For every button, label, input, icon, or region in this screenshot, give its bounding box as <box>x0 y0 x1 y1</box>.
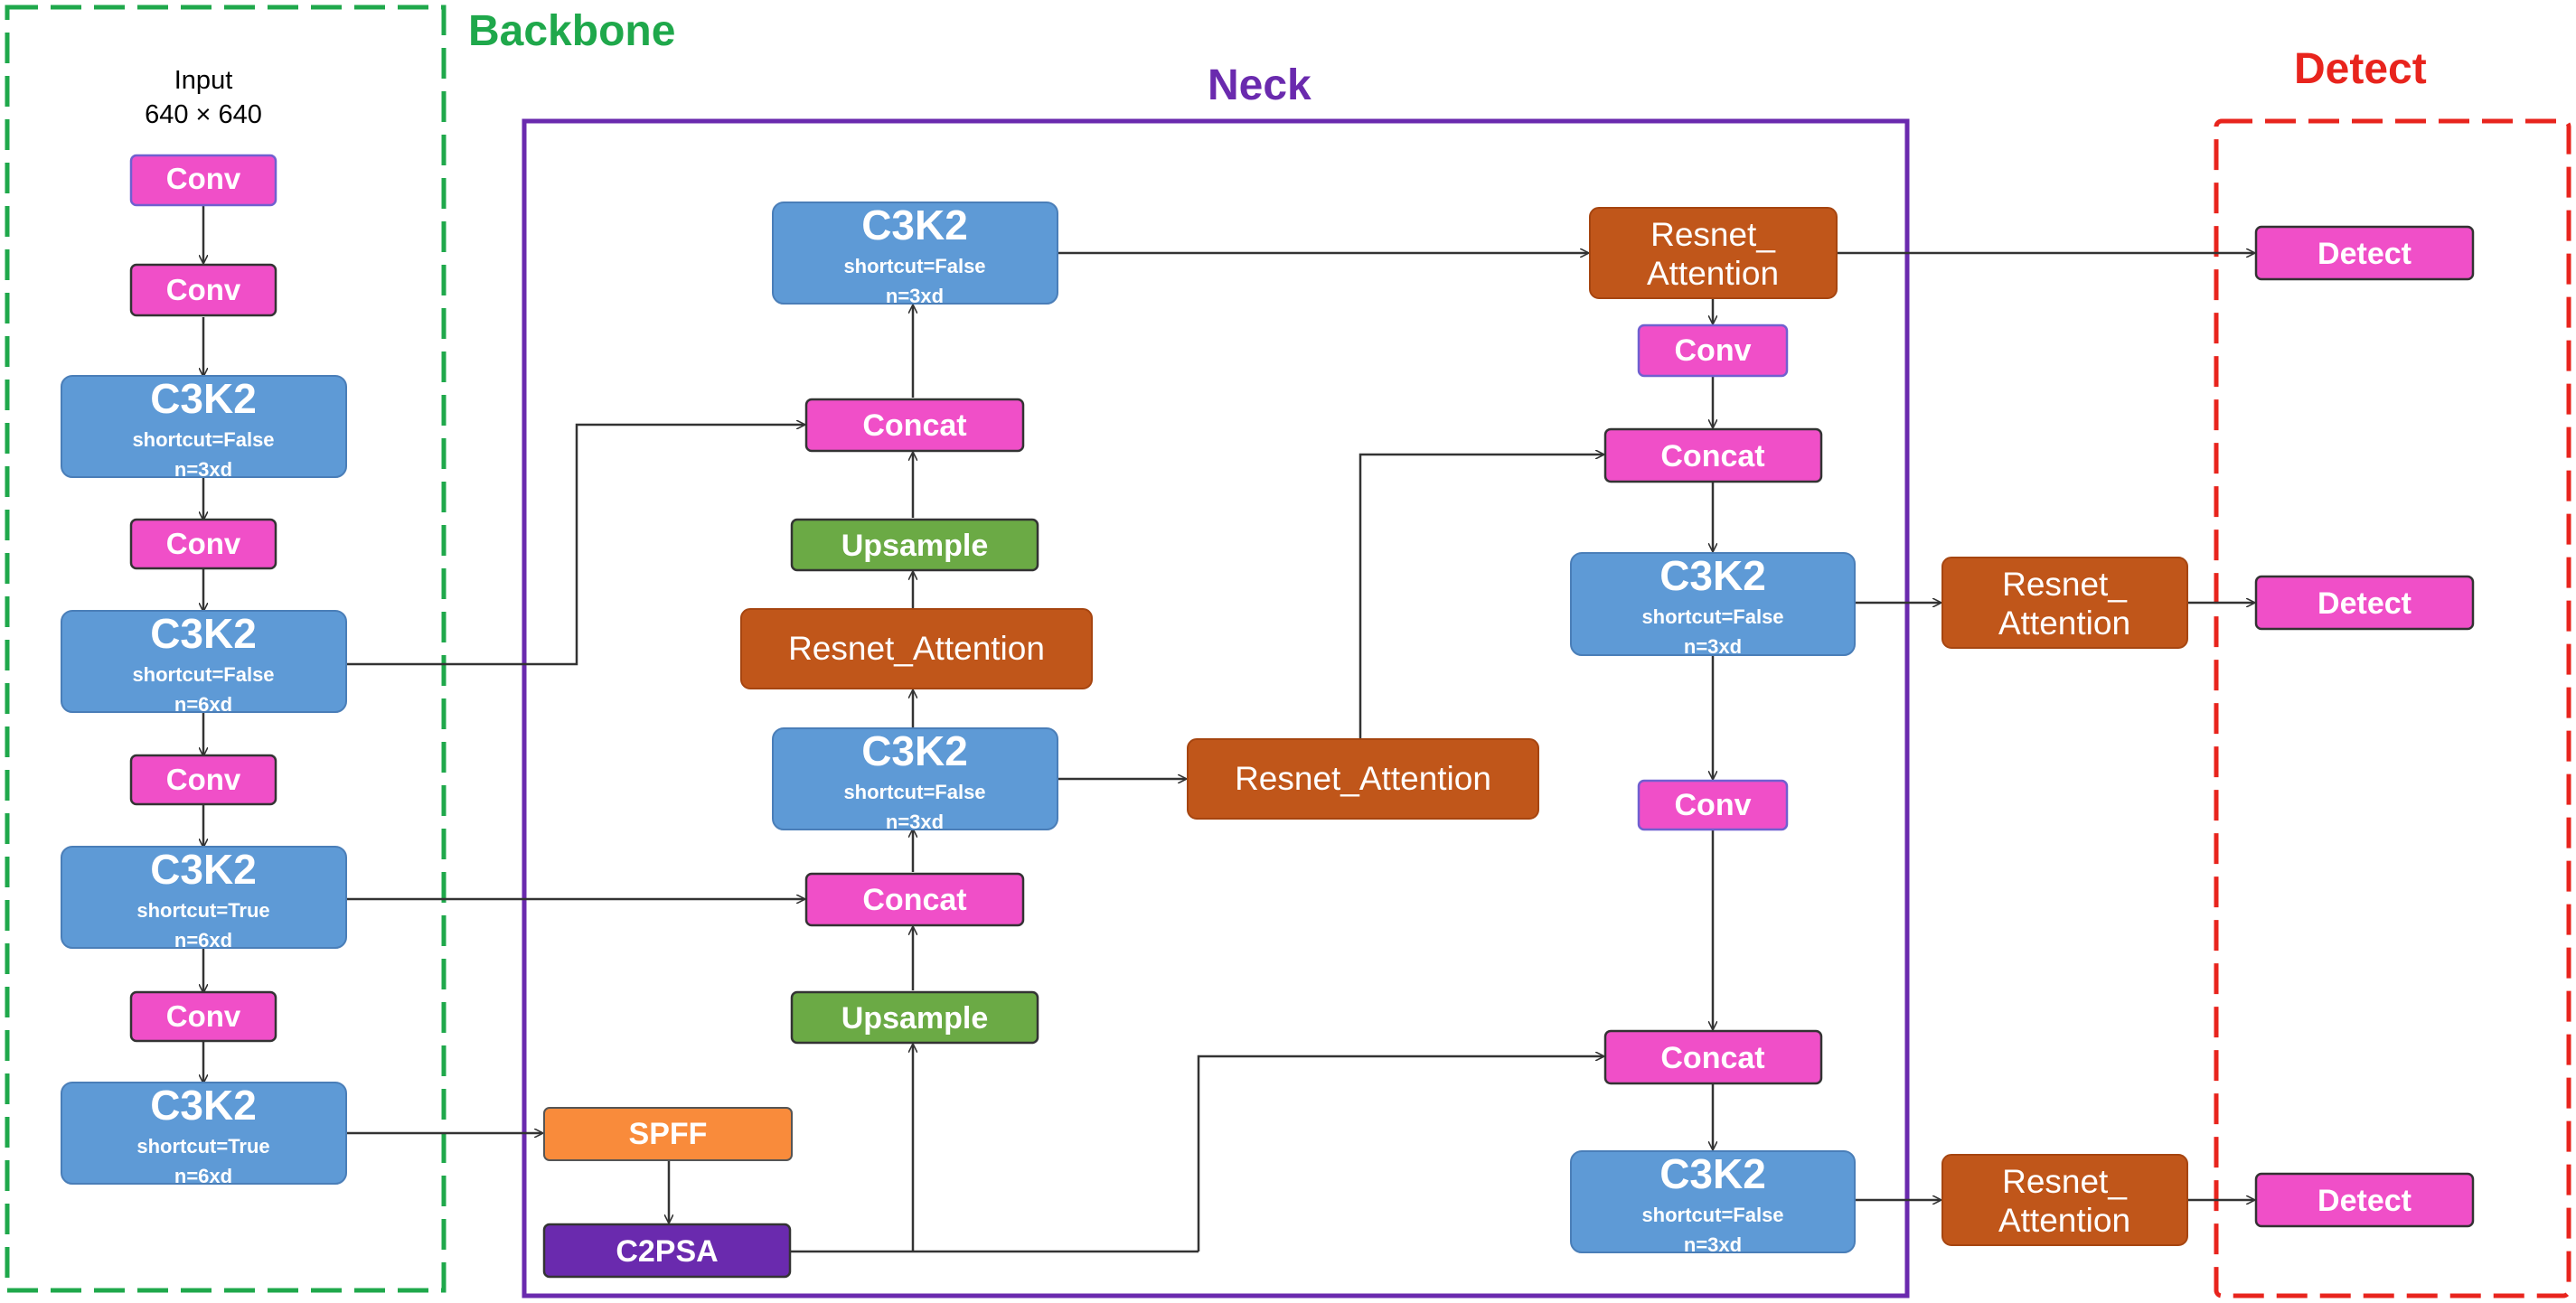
neck-spff: SPFF <box>543 1107 793 1161</box>
neck-upsample-2: Upsample <box>790 990 1039 1045</box>
neck-c3k2-mid-title: C3K2 <box>861 727 968 774</box>
detect-box-1-label: Detect <box>2317 237 2411 271</box>
backbone-frame <box>5 5 447 1293</box>
detect-box-3-label: Detect <box>2317 1184 2411 1218</box>
neck-c3k2-right-mid-sub2: n=3xd <box>1684 635 1742 658</box>
backbone-c3k2-4-title: C3K2 <box>150 1082 257 1129</box>
neck-frame <box>522 118 1910 1298</box>
backbone-conv-4: Conv <box>129 754 277 806</box>
backbone-c3k2-1-title: C3K2 <box>150 375 257 422</box>
neck-c3k2-right-mid-sub1: shortcut=False <box>1641 605 1783 628</box>
resnet-right-mid-line2: Attention <box>1998 605 2130 642</box>
connectors <box>203 205 2254 1253</box>
backbone-c3k2-4-sub2: n=6xd <box>174 1165 232 1187</box>
backbone-conv-2-label: Conv <box>166 273 241 306</box>
neck-spff-label: SPFF <box>629 1117 708 1151</box>
neck-c3k2-right-bot: C3K2 shortcut=False n=3xd <box>1570 1150 1856 1256</box>
detect-box-2-label: Detect <box>2317 586 2411 621</box>
neck-c2psa: C2PSA <box>542 1223 792 1279</box>
neck-c3k2-top: C3K2 shortcut=False n=3xd <box>772 202 1058 307</box>
detect-box-2: Detect <box>2254 575 2475 631</box>
backbone-conv-5: Conv <box>129 990 277 1043</box>
neck-c3k2-right-bot-sub2: n=3xd <box>1684 1233 1742 1256</box>
input-size: 640 × 640 <box>145 100 262 129</box>
neck-concat-top-label: Concat <box>862 408 966 443</box>
neck-c3k2-right-mid: C3K2 shortcut=False n=3xd <box>1570 552 1856 658</box>
backbone-c3k2-2-sub2: n=6xd <box>174 693 232 716</box>
backbone-conv-2: Conv <box>129 263 277 317</box>
neck-resnet-top-line1: Resnet_ <box>1650 216 1775 253</box>
backbone-c3k2-4-sub1: shortcut=True <box>136 1135 269 1158</box>
resnet-right-mid: Resnet_ Attention <box>1941 557 2188 649</box>
backbone-c3k2-4: C3K2 shortcut=True n=6xd <box>61 1082 347 1187</box>
neck-concat-mid-label: Concat <box>862 883 966 917</box>
input-label: Input <box>174 66 233 95</box>
neck-resnet-top: Resnet_ Attention <box>1589 207 1838 299</box>
neck-resnet-center: Resnet_Attention <box>1187 738 1539 820</box>
neck-concat-right-top-label: Concat <box>1660 439 1764 473</box>
detect-box-1: Detect <box>2254 225 2475 281</box>
neck-c3k2-right-mid-title: C3K2 <box>1659 552 1766 599</box>
backbone-c3k2-2: C3K2 shortcut=False n=6xd <box>61 610 347 716</box>
backbone-title: Backbone <box>468 7 675 55</box>
neck-c3k2-right-bot-sub1: shortcut=False <box>1641 1204 1783 1226</box>
backbone-c3k2-3-sub1: shortcut=True <box>136 899 269 922</box>
resnet-right-bot-line2: Attention <box>1998 1202 2130 1239</box>
neck-c3k2-top-sub1: shortcut=False <box>843 255 985 277</box>
neck-concat-right-top: Concat <box>1603 427 1823 483</box>
neck-c3k2-top-title: C3K2 <box>861 202 968 248</box>
backbone-c3k2-1-sub1: shortcut=False <box>132 428 274 451</box>
neck-upsample-1: Upsample <box>790 518 1039 572</box>
backbone-conv-1: Conv <box>129 154 277 207</box>
neck-c3k2-mid: C3K2 shortcut=False n=3xd <box>772 727 1058 833</box>
neck-resnet-mid-label: Resnet_Attention <box>788 630 1045 667</box>
arrow-c3k2-2-to-concat-top <box>346 425 804 666</box>
backbone-conv-1-label: Conv <box>166 162 241 195</box>
neck-concat-right-bot: Concat <box>1603 1029 1823 1085</box>
backbone-c3k2-2-sub1: shortcut=False <box>132 663 274 686</box>
detect-frame <box>2214 118 2571 1298</box>
neck-conv-right-bot-label: Conv <box>1675 788 1752 822</box>
detect-box-3: Detect <box>2254 1172 2475 1228</box>
backbone-c3k2-1: C3K2 shortcut=False n=3xd <box>61 375 347 481</box>
backbone-conv-4-label: Conv <box>166 763 241 796</box>
neck-c3k2-right-bot-title: C3K2 <box>1659 1150 1766 1197</box>
backbone-c3k2-3: C3K2 shortcut=True n=6xd <box>61 846 347 951</box>
neck-title: Neck <box>1208 61 1312 109</box>
arrow-resnet-center-concat-right-top <box>1359 455 1603 739</box>
backbone-c3k2-2-title: C3K2 <box>150 610 257 657</box>
neck-resnet-center-label: Resnet_Attention <box>1235 760 1491 797</box>
resnet-right-mid-line1: Resnet_ <box>2002 566 2127 603</box>
neck-conv-right-bot: Conv <box>1637 779 1789 831</box>
arrow-c2psa-to-concat-right-bot <box>1197 1056 1603 1251</box>
neck-concat-right-bot-label: Concat <box>1660 1041 1764 1075</box>
neck-concat-top: Concat <box>804 398 1025 453</box>
neck-upsample-1-label: Upsample <box>841 529 989 563</box>
neck-concat-mid: Concat <box>804 872 1025 927</box>
neck-c2psa-label: C2PSA <box>616 1234 718 1269</box>
neck-upsample-2-label: Upsample <box>841 1001 989 1036</box>
backbone-c3k2-1-sub2: n=3xd <box>174 458 232 481</box>
neck-resnet-top-line2: Attention <box>1647 255 1779 292</box>
backbone-conv-3-label: Conv <box>166 527 241 560</box>
neck-conv-right-top: Conv <box>1637 323 1789 378</box>
resnet-right-bot-line1: Resnet_ <box>2002 1163 2127 1200</box>
neck-c3k2-mid-sub1: shortcut=False <box>843 781 985 803</box>
backbone-c3k2-3-sub2: n=6xd <box>174 929 232 951</box>
neck-resnet-mid: Resnet_Attention <box>740 608 1093 689</box>
neck-conv-right-top-label: Conv <box>1675 333 1752 368</box>
backbone-conv-3: Conv <box>129 518 277 570</box>
neck-c3k2-mid-sub2: n=3xd <box>886 811 944 833</box>
detect-title: Detect <box>2294 45 2427 93</box>
resnet-right-bot: Resnet_ Attention <box>1941 1154 2188 1246</box>
backbone-conv-5-label: Conv <box>166 999 241 1033</box>
neck-c3k2-top-sub2: n=3xd <box>886 285 944 307</box>
backbone-c3k2-3-title: C3K2 <box>150 846 257 893</box>
